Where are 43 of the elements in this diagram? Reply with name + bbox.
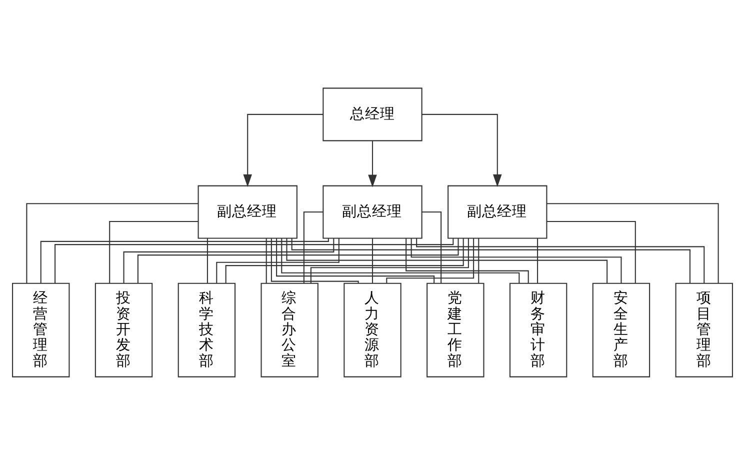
node-box: 安全生产部	[592, 282, 650, 377]
node-box: 科学技术部	[178, 282, 236, 377]
node-box: 副总经理	[198, 184, 298, 238]
node-box: 经营管理部	[12, 282, 70, 377]
connector	[422, 211, 442, 283]
node-box: 副总经理	[322, 184, 422, 238]
node-box: 副总经理	[448, 184, 548, 238]
connector	[386, 238, 474, 283]
connector	[270, 238, 359, 283]
connector	[406, 238, 529, 283]
connector	[303, 211, 324, 283]
connector	[310, 238, 469, 283]
node-box: 综合办公室	[260, 282, 318, 377]
node-box: 项目管理部	[675, 282, 733, 377]
node-box: 党建工作部	[426, 282, 484, 377]
connector	[276, 238, 435, 283]
connector	[286, 238, 608, 283]
connector	[281, 238, 520, 283]
connector	[266, 238, 267, 283]
connector	[26, 202, 198, 283]
connector	[40, 238, 329, 283]
connector	[546, 202, 719, 283]
connector	[216, 238, 340, 283]
connector	[137, 238, 459, 282]
connector	[206, 238, 208, 283]
connector	[54, 238, 454, 283]
arrow	[243, 113, 324, 186]
node-box: 财务审计部	[509, 282, 568, 377]
connector	[291, 238, 690, 283]
arrow	[368, 140, 377, 187]
connector	[537, 238, 538, 283]
connector	[546, 220, 636, 283]
node-box: 总经理	[322, 87, 422, 141]
arrow	[422, 113, 502, 186]
connector	[416, 238, 705, 283]
connector	[372, 238, 374, 283]
node-box: 投资开发部	[94, 282, 153, 377]
connector	[225, 238, 464, 283]
node-box: 人力资源部	[344, 282, 402, 377]
connector	[410, 238, 622, 283]
connector	[109, 220, 198, 283]
connector	[478, 238, 480, 283]
connector	[123, 238, 334, 283]
